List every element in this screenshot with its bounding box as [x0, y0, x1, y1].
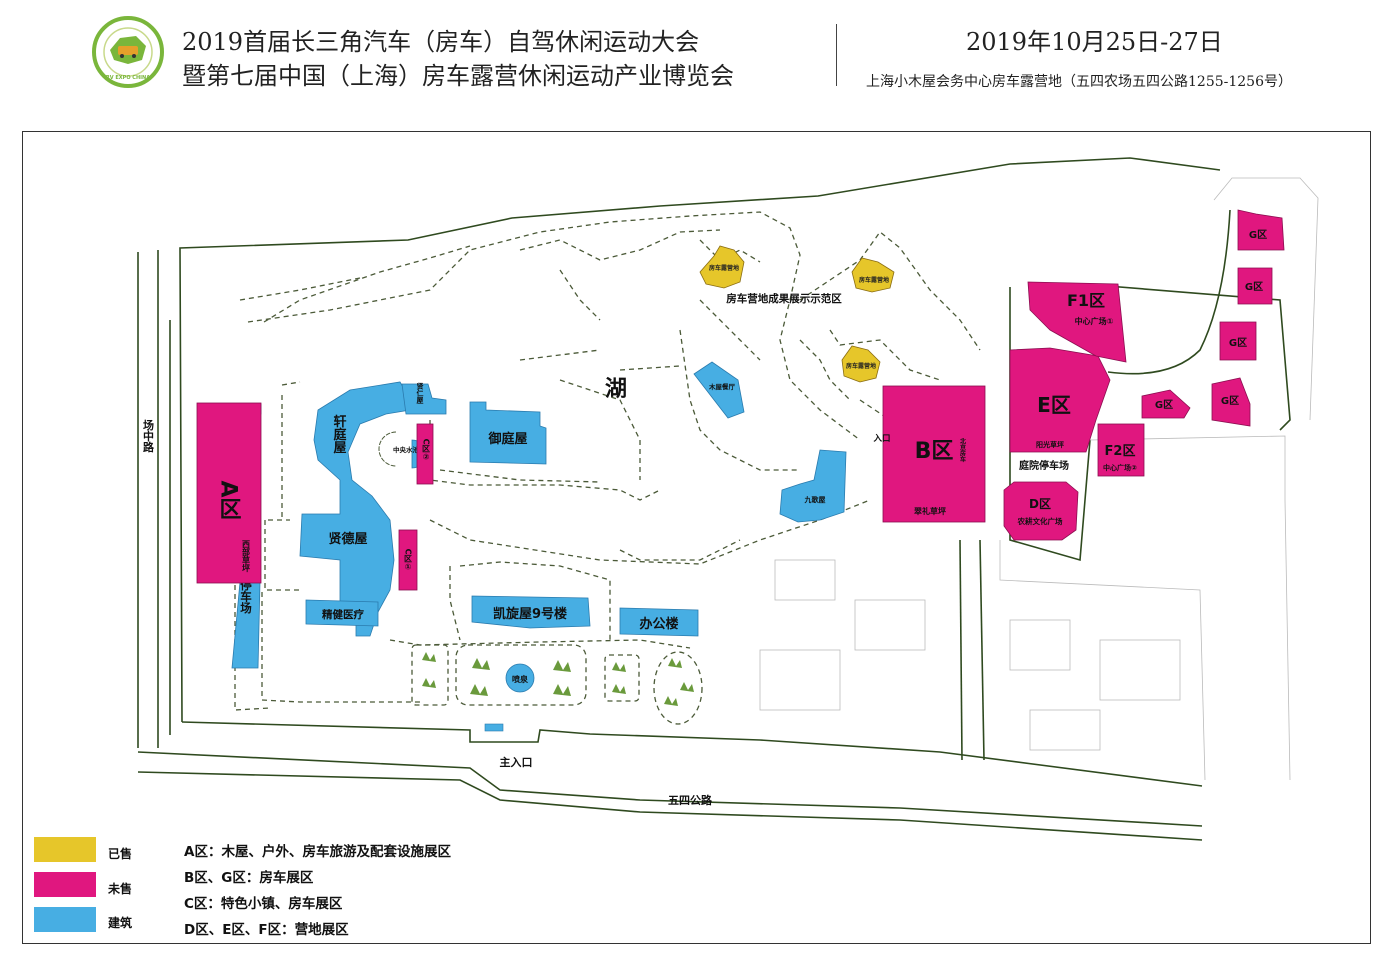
zone-c1-label: C区①: [404, 549, 413, 572]
road-bottom-label: 五四公路: [668, 793, 713, 807]
header-divider: [836, 24, 837, 86]
zone-g-1: [1237, 209, 1285, 251]
buildings: [212, 361, 847, 693]
zone-f2: [1097, 423, 1145, 477]
legend-sold-label: 已售: [108, 847, 133, 861]
legend-note-1: A区：木屋、户外、房车旅游及配套设施展区: [184, 844, 451, 860]
bangong-label: 办公楼: [639, 616, 678, 632]
xuanting-xiande-building: [299, 381, 411, 637]
zone-c2-label: C区②: [422, 439, 431, 462]
zone-b-side-label: 北京房车: [959, 437, 966, 463]
zone-f2-label: F2区: [1105, 444, 1136, 459]
xuanting-label: 轩庭屋: [331, 414, 347, 455]
svg-text:RV EXPO CHINA: RV EXPO CHINA: [106, 75, 150, 81]
zone-d: [1003, 481, 1079, 541]
yuting-building: [469, 401, 547, 465]
mumu-label: 木屋餐厅: [708, 382, 736, 391]
zone-b-label: B区: [915, 439, 954, 464]
rv-camp-plot-3-label: 房车露营地: [846, 362, 876, 370]
zone-g-2-label: G区: [1245, 281, 1263, 293]
map-frame: [22, 131, 1371, 944]
fountain-label: 喷泉: [512, 674, 529, 684]
rv-camp-plot-2-label: 房车露营地: [859, 276, 889, 284]
plant-decorations: [422, 652, 694, 706]
rv-camp-plot-2: [851, 257, 895, 293]
exhibit-zones: [196, 209, 1285, 591]
zone-d-sub: 农耕文化广场: [1017, 516, 1063, 526]
jiuge-building: [779, 449, 847, 523]
xianren-label: 贤仁屋: [416, 382, 424, 405]
garden-beds: [411, 644, 703, 725]
courtyard-parking-label: 庭院停车场: [1019, 459, 1069, 472]
legend-note-3: C区：特色小镇、房车展区: [184, 896, 343, 912]
zone-a: [196, 402, 262, 584]
zone-c1: [398, 529, 418, 591]
parking-label: 停车场: [239, 578, 253, 614]
zone-b: [882, 385, 986, 523]
zone-e-sub: 阳光草坪: [1036, 440, 1064, 449]
zone-f1-sub: 中心广场①: [1075, 316, 1114, 326]
rv-expo-logo: RV EXPO CHINA: [92, 16, 164, 88]
side-entrance-label: 入口: [872, 434, 890, 444]
rv-camp-plots: 房车露营地 房车露营地 房车露营地: [699, 245, 895, 383]
legend-building-swatch: [34, 907, 96, 932]
legend-note-2: B区、G区：房车展区: [184, 870, 314, 886]
zone-a-label: A区: [216, 480, 241, 519]
title-line-2: 暨第七届中国（上海）房车露营休闲运动产业博览会: [182, 62, 734, 90]
road-labels: 场中路 五四公路 主入口 入口: [142, 418, 891, 807]
jingjian-label: 精健医疗: [322, 608, 364, 621]
legend-note-4: D区、E区、F区：营地展区: [184, 922, 349, 938]
zone-b-sub: 翠礼草坪: [914, 506, 946, 516]
zone-g-1-label: G区: [1249, 229, 1267, 241]
legend-sold-swatch: [34, 837, 96, 862]
zone-g-3: [1219, 321, 1257, 361]
zone-g-4-label: G区: [1221, 395, 1239, 407]
xianren-building: [401, 383, 447, 415]
jingjian-building: [305, 599, 379, 627]
faint-outlines: [759, 177, 1319, 781]
zone-d-label: D区: [1029, 497, 1051, 511]
rv-camp-plot-1-label: 房车露营地: [709, 264, 739, 272]
zone-g-3-label: G区: [1229, 337, 1247, 349]
zone-f1: [1027, 281, 1127, 363]
zone-c2: [416, 423, 434, 485]
legend-building-label: 建筑: [108, 916, 133, 930]
rv-camp-plot-3: [841, 345, 881, 383]
event-date: 2019年10月25日-27日: [966, 28, 1223, 56]
zone-e-label: E区: [1037, 393, 1071, 417]
lake-label: 湖: [605, 377, 627, 402]
rv-demo-area-label: 房车营地成果展示示范区: [726, 292, 842, 305]
zone-f2-sub: 中心广场②: [1103, 463, 1137, 472]
zone-g-5-label: G区: [1155, 399, 1173, 411]
yuting-label: 御庭屋: [487, 431, 527, 447]
zone-f1-label: F1区: [1067, 291, 1105, 310]
zone-e: [1009, 347, 1111, 453]
fountain: [505, 663, 535, 693]
bangong-building: [619, 607, 699, 637]
main-entrance-label: 主入口: [500, 755, 533, 769]
zone-g-4: [1211, 377, 1251, 427]
xiande-label: 贤德屋: [328, 531, 367, 547]
central-pool-label: 中央水池: [393, 445, 420, 454]
building-labels: 轩庭屋 贤德屋 贤仁屋 中央水池 御庭屋 精健医疗 凯旋屋9号楼 办公楼 木屋餐…: [239, 382, 826, 684]
jiuge-label: 九歌屋: [804, 495, 826, 504]
legend-unsold-swatch: [34, 872, 96, 897]
zone-g-5: [1141, 389, 1191, 419]
page-header: RV EXPO CHINA 2019首届长三角汽车（房车）自驾休闲运动大会 暨第…: [0, 0, 1393, 110]
entrance-gate: [484, 723, 504, 732]
zone-a-sub: 西部草坪: [242, 540, 251, 573]
kaixuan-building: [471, 595, 591, 629]
event-venue: 上海小木屋会务中心房车露营地（五四农场五四公路1255-1256号）: [866, 74, 1292, 90]
road-lines: [137, 157, 1291, 841]
zone-g-2: [1237, 267, 1273, 305]
title-line-1: 2019首届长三角汽车（房车）自驾休闲运动大会: [182, 28, 700, 56]
road-left-label: 场中路: [142, 418, 155, 453]
kaixuan-label: 凯旋屋9号楼: [493, 606, 567, 622]
rv-camp-plot-1: [699, 245, 745, 289]
mumu-building: [693, 361, 745, 419]
zone-labels: A区 西部草坪 C区② C区① B区 翠礼草坪 北京房车 E区 阳光草坪 D区 …: [216, 229, 1268, 573]
legend-unsold-label: 未售: [108, 882, 133, 896]
